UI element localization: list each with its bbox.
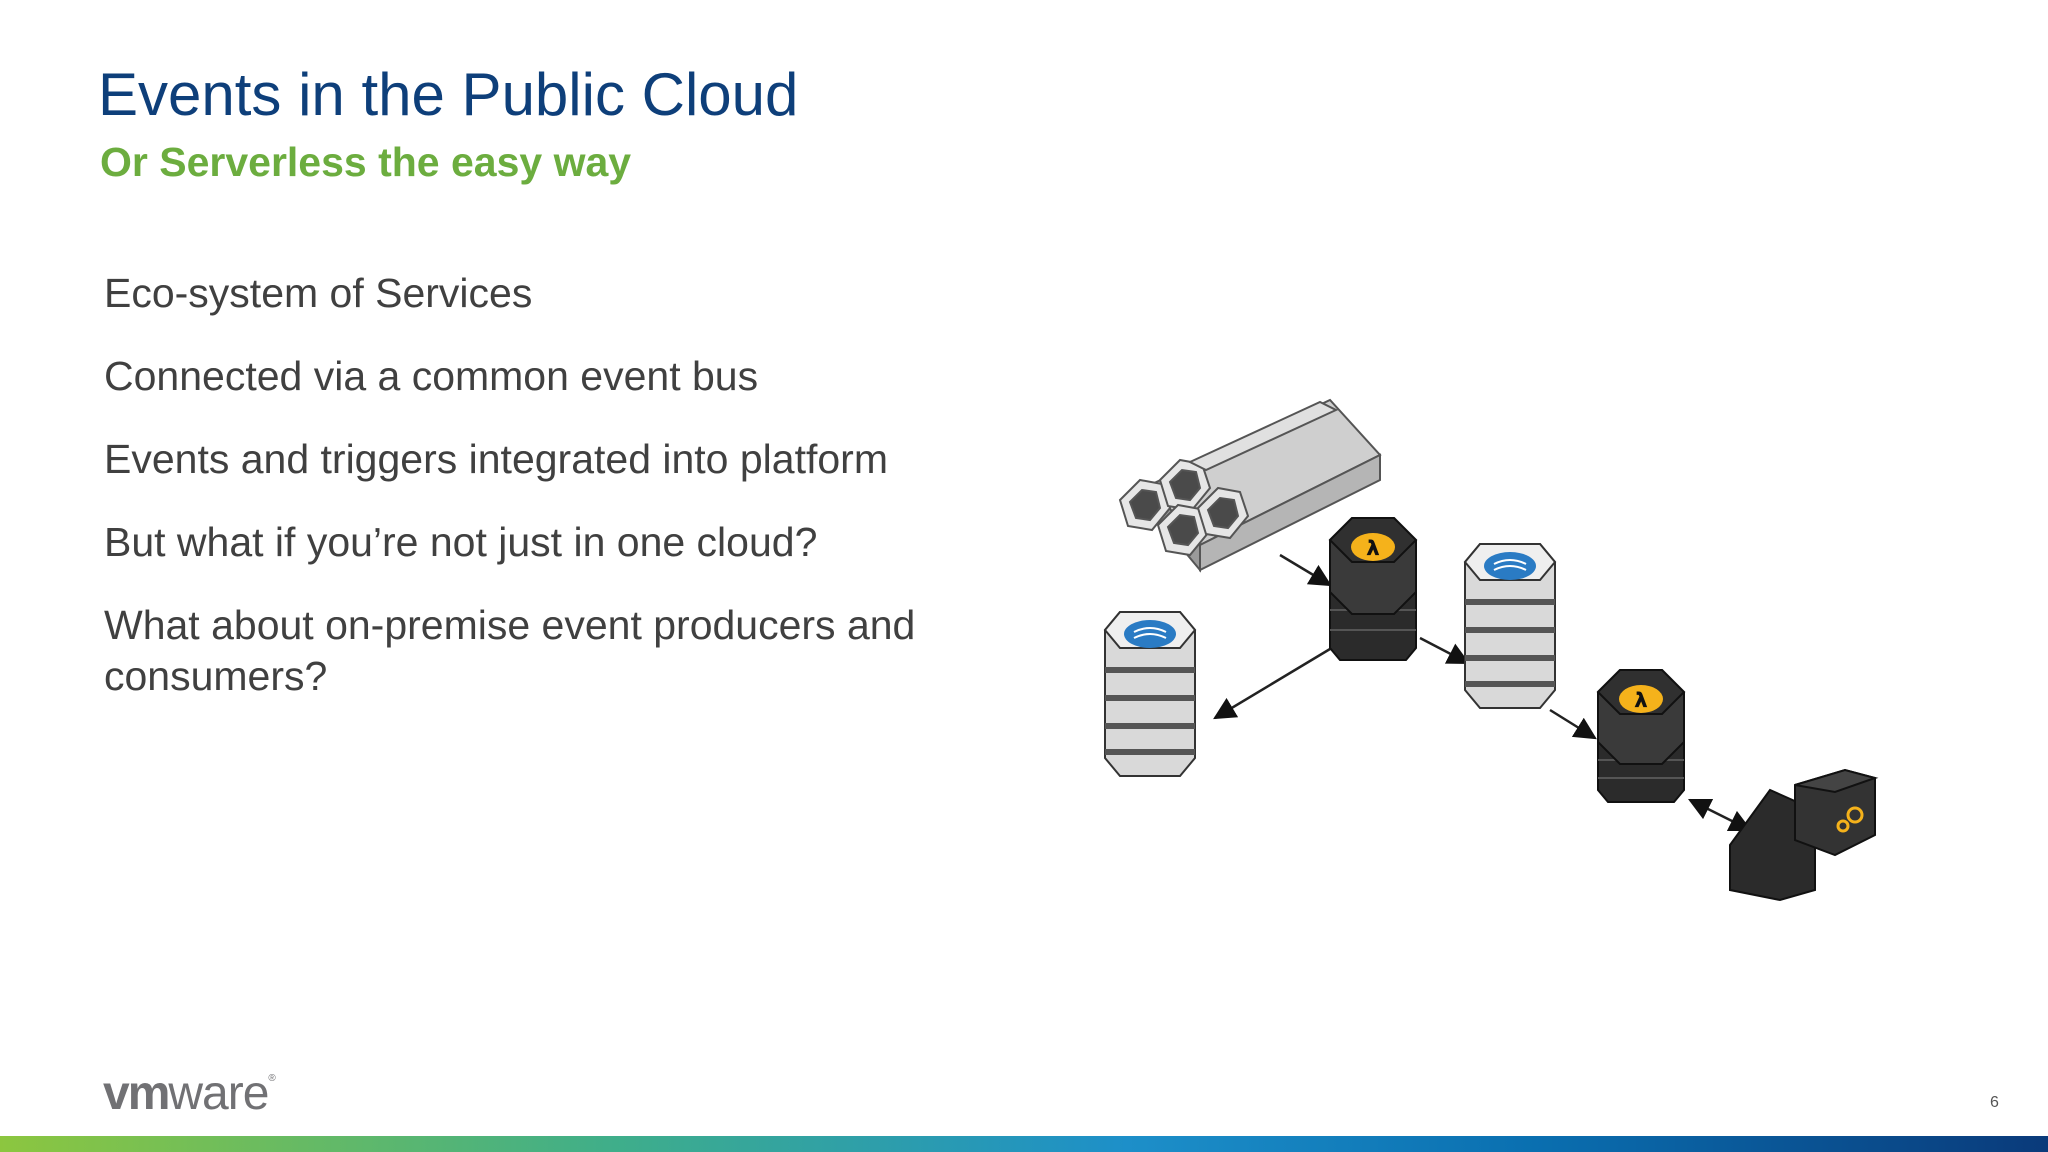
logo-rest: ware bbox=[168, 1067, 269, 1120]
bullet-list: Eco-system of Services Connected via a c… bbox=[104, 268, 984, 734]
arrow-lambda-api bbox=[1687, 798, 1753, 832]
database-icon bbox=[1103, 611, 1197, 777]
bullet-item: Events and triggers integrated into plat… bbox=[104, 436, 888, 482]
api-gateway-icon bbox=[1729, 768, 1879, 902]
vmware-logo: vmware® bbox=[103, 1070, 276, 1118]
page-title: Events in the Public Cloud bbox=[98, 61, 799, 128]
bullet-item: Eco-system of Services bbox=[104, 270, 533, 316]
bullet-item: Connected via a common event bus bbox=[104, 353, 759, 399]
footer-gradient-bar bbox=[0, 1136, 2048, 1152]
page-subtitle: Or Serverless the easy way bbox=[100, 139, 632, 185]
database-icon bbox=[1463, 543, 1557, 709]
architecture-diagram: λ λ bbox=[1103, 398, 1879, 902]
arrow-lambda-to-db-left bbox=[1213, 638, 1346, 720]
kinesis-cluster-icon bbox=[1118, 398, 1382, 573]
lambda-icon: λ bbox=[1328, 517, 1418, 661]
arrow-stream-to-lambda bbox=[1279, 553, 1332, 587]
logo-bold: vm bbox=[103, 1067, 170, 1120]
logo-mark: ® bbox=[268, 1073, 276, 1084]
svg-text:λ: λ bbox=[1368, 538, 1379, 559]
arrows bbox=[1213, 553, 1753, 832]
lambda-icon: λ bbox=[1596, 669, 1686, 803]
arrow-db-to-lambda bbox=[1549, 708, 1597, 740]
svg-text:λ: λ bbox=[1636, 690, 1647, 711]
page-number: 6 bbox=[1990, 1094, 1999, 1111]
arrow-lambda-to-db-right bbox=[1419, 636, 1470, 665]
bullet-item: What about on-premise event producers an… bbox=[104, 602, 916, 699]
bullet-item: But what if you’re not just in one cloud… bbox=[104, 519, 818, 565]
